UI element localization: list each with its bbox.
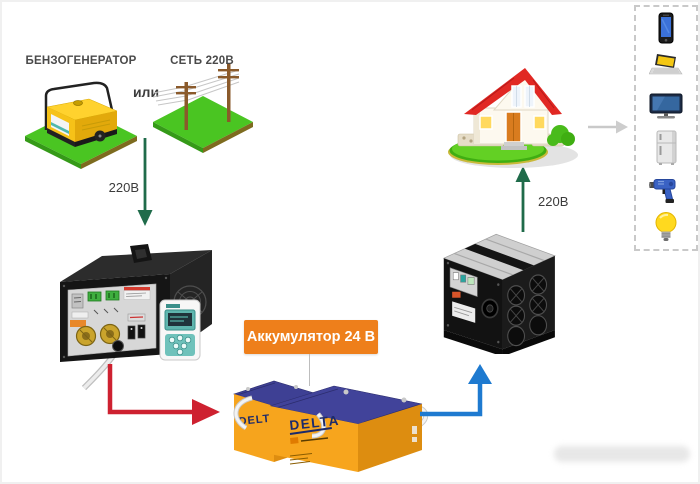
remote-control-illustration <box>159 299 201 361</box>
output-voltage-label: 220В <box>538 194 569 209</box>
drill-icon <box>649 178 676 203</box>
lightbulb-icon <box>655 211 677 241</box>
inverter-unit-illustration <box>442 233 556 354</box>
appliances-arrow-icon <box>588 120 628 134</box>
or-label: или <box>132 84 160 100</box>
input-voltage-label: 220В <box>108 180 139 195</box>
output-voltage-arrow-icon <box>515 166 531 232</box>
input-voltage-arrow-icon <box>137 138 153 226</box>
battery-callout: Аккумулятор 24 В <box>244 320 378 354</box>
battery-brand-label-back: DELTA <box>238 412 279 428</box>
grid-illustration <box>152 64 253 153</box>
watermark <box>554 446 690 462</box>
charger-unit-illustration <box>60 244 212 391</box>
battery-callout-line <box>309 354 310 386</box>
tv-icon <box>649 93 683 119</box>
discharge-flow-arrow-icon <box>420 364 492 417</box>
grid-label: СЕТЬ 220В <box>170 55 234 67</box>
generator-label: БЕНЗОГЕНЕРАТОР <box>25 55 137 67</box>
laptop-icon <box>649 54 683 75</box>
batteries-illustration: DELTA DELTA <box>232 380 428 472</box>
appliances-panel <box>634 5 698 251</box>
refrigerator-icon <box>656 130 677 165</box>
charge-flow-arrow-icon <box>107 364 220 425</box>
smartphone-icon <box>658 12 674 44</box>
generator-illustration <box>25 81 137 169</box>
house-illustration <box>448 68 578 168</box>
